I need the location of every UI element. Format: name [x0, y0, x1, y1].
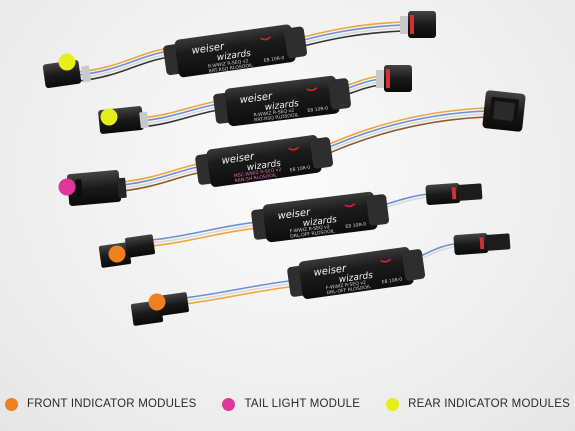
legend-item-rear: REAR INDICATOR MODULES	[386, 397, 570, 411]
connector-plug	[482, 90, 526, 132]
connector-plug	[376, 65, 412, 92]
legend-item-tail: TAIL LIGHT MODULE	[222, 397, 361, 411]
marker-dot-front	[148, 293, 166, 311]
brand-logo-2: wizards	[246, 159, 282, 174]
module-assembly-4: weiser wizards F-WWIZ R-SEQ v2 DRL-OFF R…	[98, 183, 483, 268]
approval-mark: E8 10R-0	[381, 277, 402, 286]
approval-mark: E8 10R-0	[289, 165, 310, 174]
approval-mark: E8 10R-0	[263, 55, 284, 64]
marker-dot-front	[108, 245, 126, 263]
module-assembly-1: weiser wizards R-WWIZ R-SEQ v2 RRT-RSQ R…	[42, 11, 436, 89]
wiring-modules-illustration: weiser wizards R-WWIZ R-SEQ v2 RRT-RSQ R…	[42, 11, 526, 326]
brand-logo: weiser	[239, 91, 274, 106]
brand-logo: weiser	[277, 207, 312, 222]
module-body: weiser wizards F-WWIZ R-SEQ v2 DRL-OFF R…	[287, 247, 426, 299]
legend: FRONT INDICATOR MODULES TAIL LIGHT MODUL…	[0, 392, 575, 416]
brand-logo: weiser	[221, 151, 256, 167]
connector-plug	[425, 183, 483, 205]
marker-dot-tail	[58, 178, 76, 196]
legend-item-front: FRONT INDICATOR MODULES	[5, 397, 197, 411]
brand-logo: weiser	[313, 263, 348, 279]
connector-plug	[98, 234, 155, 268]
legend-label-front: FRONT INDICATOR MODULES	[27, 398, 197, 410]
brand-logo-2: wizards	[338, 271, 374, 286]
module-code-2: DRL-OFF RLOSOOIL	[290, 228, 335, 239]
module-code-2: RRN-SH RLOSOOIL	[234, 172, 277, 184]
approval-mark: E8 10R-0	[345, 221, 366, 229]
module-body: weiser wizards MSC-WWIZ R-SEQ v2 RRN-SH …	[195, 135, 334, 187]
module-body: weiser wizards R-WWIZ R-SEQ v2 RRT-RSQ R…	[213, 75, 351, 127]
connector-plug	[400, 11, 436, 38]
legend-dot-rear	[386, 397, 400, 411]
module-assembly-5: weiser wizards F-WWIZ R-SEQ v2 DRL-OFF R…	[130, 233, 511, 326]
approval-mark: E8 10R-0	[307, 105, 328, 113]
module-code: F-WWIZ R-SEQ v2	[326, 280, 367, 292]
module-code: R-WWIZ R-SEQ v2	[208, 58, 249, 70]
legend-dot-front	[5, 397, 19, 411]
marker-dot-rear	[100, 108, 118, 126]
brand-logo-2: wizards	[216, 49, 252, 64]
connector-plug	[453, 233, 511, 255]
legend-label-tail: TAIL LIGHT MODULE	[244, 398, 361, 410]
module-assembly-3: weiser wizards MSC-WWIZ R-SEQ v2 RRN-SH …	[58, 90, 526, 206]
legend-dot-tail	[222, 397, 236, 411]
marker-dot-rear	[58, 53, 76, 71]
connector-plug	[66, 170, 127, 206]
module-assembly-2: weiser wizards R-WWIZ R-SEQ v2 RRT-RSQ R…	[98, 65, 412, 134]
module-code: R-WWIZ R-SEQ v2	[253, 108, 294, 119]
module-body: weiser wizards R-WWIZ R-SEQ v2 RRT-RSQ R…	[163, 24, 308, 78]
brand-logo-2: wizards	[264, 99, 299, 113]
brand-logo: weiser	[191, 41, 226, 57]
legend-label-rear: REAR INDICATOR MODULES	[408, 398, 570, 410]
wire-bundle	[121, 107, 487, 192]
module-code: F-WWIZ R-SEQ v2	[289, 224, 330, 235]
module-body: weiser wizards F-WWIZ R-SEQ v2 DRL-OFF R…	[251, 191, 389, 243]
module-code-2: RRT-RSQ RLOSOOIL	[254, 112, 299, 123]
brand-logo-2: wizards	[302, 215, 337, 229]
